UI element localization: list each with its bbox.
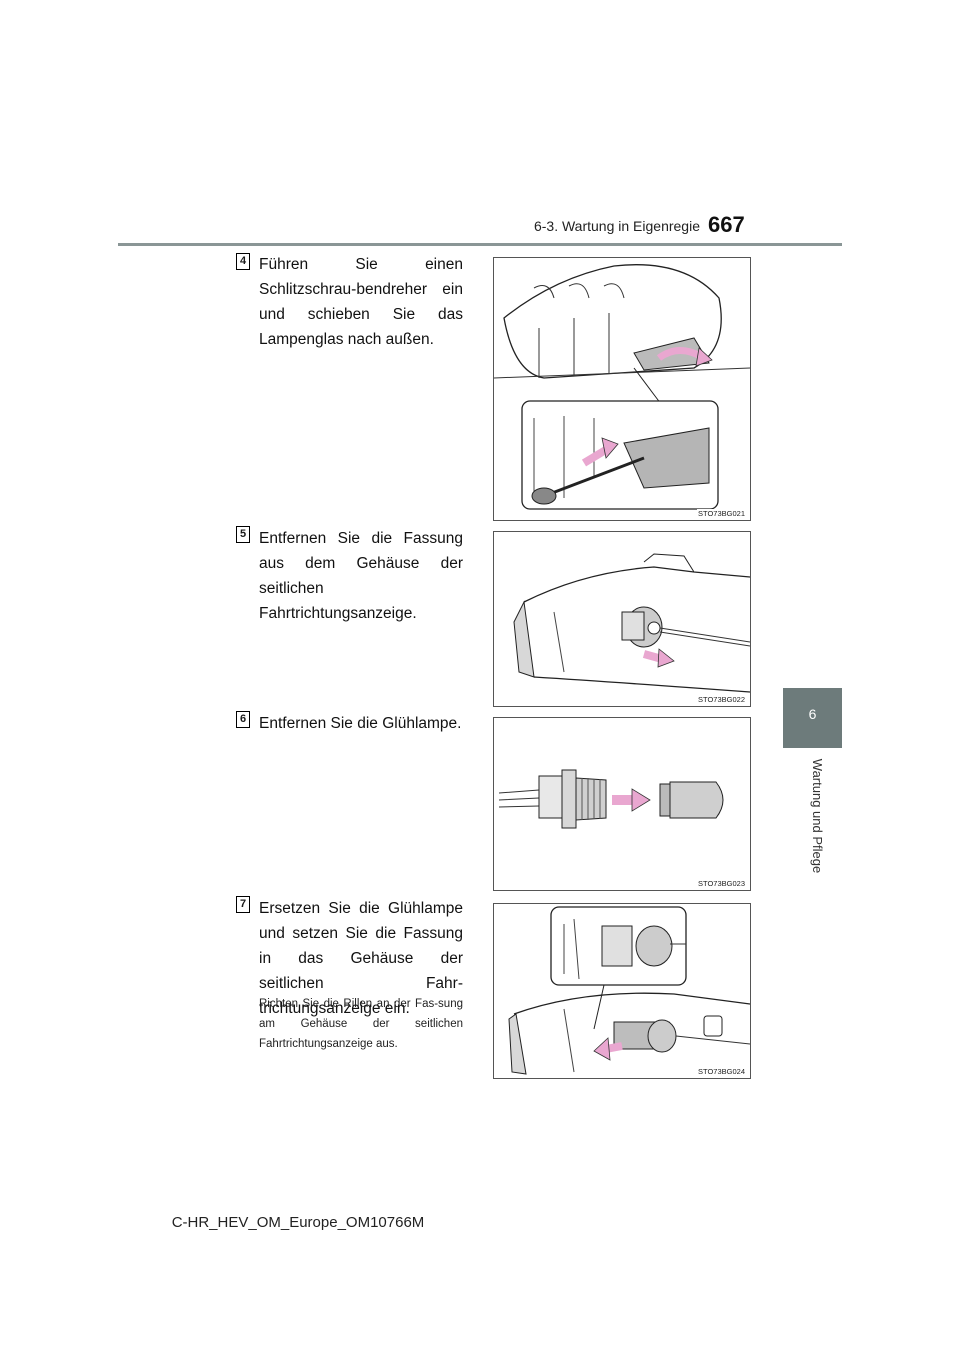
- figure-code: STO73BG022: [697, 695, 746, 704]
- mirror-lens-illustration: [494, 264, 750, 510]
- header-rule: [118, 243, 842, 246]
- chapter-number: 6: [808, 706, 817, 722]
- figure-step-4: STO73BG021: [493, 257, 751, 521]
- figure-step-6: STO73BG023: [493, 717, 751, 891]
- step-7-note: Richten Sie die Rillen an der Fas-sung a…: [259, 998, 463, 1050]
- bulb-install-illustration: [508, 906, 750, 1075]
- figure-code: STO73BG021: [697, 509, 746, 518]
- step-4-text: Führen Sie einen Schlitzschrau-bendreher…: [259, 256, 463, 348]
- socket-removal-illustration: [513, 553, 750, 693]
- step-6-text: Entfernen Sie die Glühlampe.: [259, 715, 462, 732]
- figure-step-7: STO73BG024: [493, 903, 751, 1079]
- page-number: 667: [708, 212, 745, 237]
- step-7-text: Ersetzen Sie die Glühlampe und setzen Si…: [259, 900, 463, 1017]
- step-badge-6: 6: [236, 711, 250, 728]
- step-badge-7: 7: [236, 896, 250, 913]
- step-badge-5: 5: [236, 526, 250, 543]
- step-badge-4: 4: [236, 253, 250, 270]
- figure-step-5: STO73BG022: [493, 531, 751, 707]
- chapter-tab: [783, 688, 842, 748]
- figure-code: STO73BG024: [697, 1067, 746, 1076]
- section-title: 6-3. Wartung in Eigenregie: [533, 218, 700, 234]
- step-5-text: Entfernen Sie die Fassung aus dem Gehäus…: [259, 530, 463, 622]
- bulb-removal-illustration: [498, 769, 724, 829]
- chapter-title: Wartung und Pflege: [810, 758, 825, 874]
- footer-document-id: C-HR_HEV_OM_Europe_OM10766M: [171, 1214, 425, 1231]
- figure-code: STO73BG023: [697, 879, 746, 888]
